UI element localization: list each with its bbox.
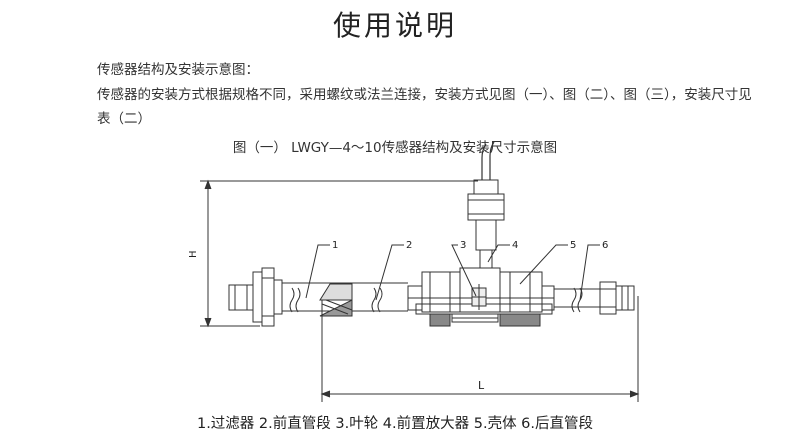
impeller (471, 284, 487, 310)
part-label-4: 4 (512, 240, 518, 251)
filter (282, 282, 408, 317)
intro-heading: 传感器结构及安装示意图： (97, 62, 259, 78)
preamplifier (467, 179, 505, 269)
part-label-2: 2 (406, 240, 412, 251)
part-label-3: 3 (460, 240, 466, 251)
parts-legend: 1.过滤器 2.前直管段 3.叶轮 4.前置放大器 5.壳体 6.后直管段 (196, 416, 594, 432)
dimension-l-label: L (478, 379, 485, 392)
part-labels: 1 2 3 4 5 6 (305, 240, 608, 301)
dimension-h: H (188, 179, 478, 328)
intro-paragraph: 传感器的安装方式根据规格不同，采用螺纹或法兰连接，安装方式见图（一）、图（二）、… (97, 87, 752, 127)
inlet-flange (228, 267, 283, 327)
part-label-1: 1 (332, 240, 338, 251)
outlet-pipe (554, 281, 635, 315)
page-title: 使用说明 (332, 9, 457, 42)
figure-caption: 图（一） LWGY—4～10传感器结构及安装尺寸示意图 (232, 140, 558, 156)
dimension-h-label: H (188, 250, 199, 258)
part-label-5: 5 (570, 240, 576, 251)
dimension-l: L (320, 296, 640, 402)
signal-cable (481, 141, 495, 180)
part-label-6: 6 (602, 240, 608, 251)
